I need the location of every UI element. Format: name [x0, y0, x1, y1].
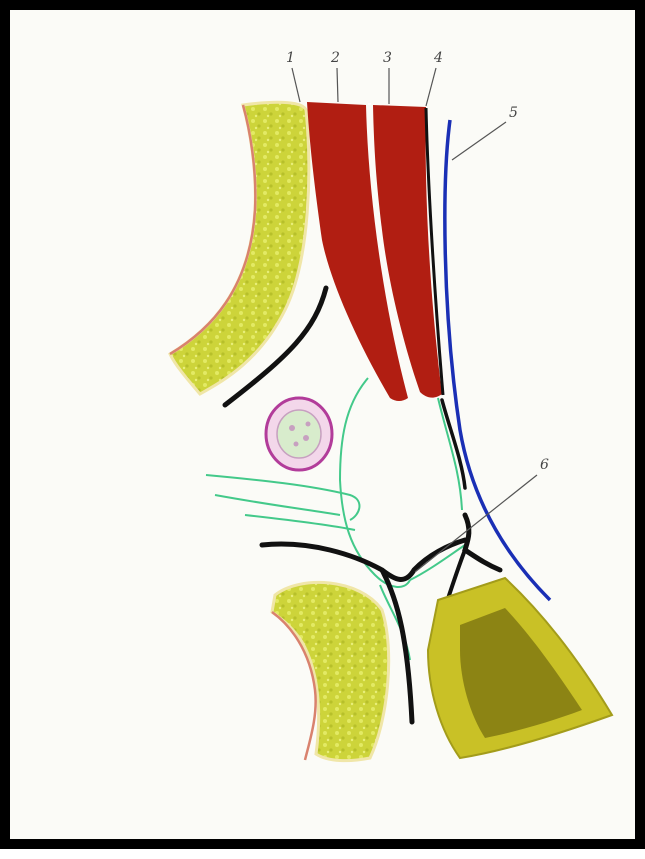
callout-6: 6	[540, 457, 549, 473]
callout-2: 2	[330, 50, 340, 66]
muscle-bands	[307, 102, 443, 401]
callout-3: 3	[383, 50, 392, 66]
blue-fascia-line	[445, 120, 550, 600]
lower-bone	[272, 582, 389, 760]
anatomical-diagram: 1 2 3 4 5 6	[10, 10, 645, 859]
cartilage-block	[428, 578, 612, 758]
vessel-cross-section	[266, 398, 332, 470]
callout-4: 4	[433, 50, 443, 66]
callout-1: 1	[286, 50, 295, 66]
callout-5: 5	[509, 105, 518, 121]
